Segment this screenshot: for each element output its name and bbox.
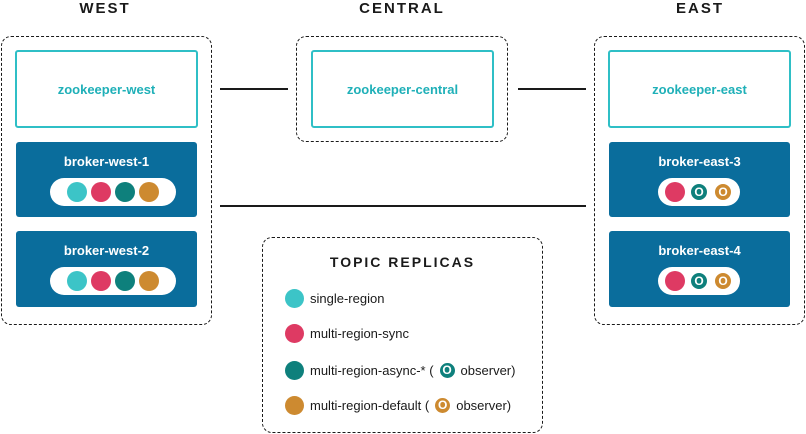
- zookeeper-west-label: zookeeper-west: [57, 81, 156, 97]
- broker-east-3-label: broker-east-3: [658, 154, 741, 169]
- single-region-replica-icon: [67, 182, 87, 202]
- broker-east-4-label: broker-east-4: [658, 243, 741, 258]
- replica-set: O O: [658, 178, 740, 206]
- legend-label-multi-region-async: multi-region-async-* (: [310, 362, 434, 378]
- link-west-east-brokers: [220, 205, 586, 207]
- link-central-east: [518, 88, 586, 90]
- multi-region-async-replica-icon: [115, 271, 135, 291]
- legend-item-multi-region-async: multi-region-async-* ( O observer): [285, 359, 515, 381]
- replica-set: [50, 178, 176, 206]
- legend-label-multi-region-default: multi-region-default (: [310, 397, 430, 413]
- zookeeper-west: zookeeper-west: [15, 50, 198, 128]
- region-title-central: CENTRAL: [359, 0, 445, 17]
- broker-west-2-label: broker-west-2: [63, 243, 150, 258]
- zookeeper-east-label: zookeeper-east: [652, 81, 747, 97]
- legend-item-multi-region-default: multi-region-default ( O observer): [285, 394, 511, 416]
- single-region-icon: [285, 288, 304, 308]
- multi-region-default-observer-icon: O: [713, 271, 733, 291]
- multi-region-async-observer-icon: O: [689, 182, 709, 202]
- topic-replicas-legend: TOPIC REPLICAS single-region multi-regio…: [262, 237, 543, 433]
- zookeeper-central-label: zookeeper-central: [346, 81, 459, 97]
- multi-region-async-replica-icon: [115, 182, 135, 202]
- broker-east-3: broker-east-3 O O: [609, 142, 790, 217]
- legend-title: TOPIC REPLICAS: [329, 254, 476, 270]
- multi-region-async-icon: [285, 360, 304, 380]
- region-west: [1, 36, 212, 325]
- region-title-east: EAST: [675, 0, 724, 17]
- legend-item-single-region: single-region: [285, 287, 384, 309]
- legend-observer-note: observer): [456, 397, 512, 413]
- legend-observer-note: observer): [460, 362, 516, 378]
- link-west-central: [220, 88, 288, 90]
- replica-set: [50, 267, 176, 295]
- legend-label-single-region: single-region: [310, 290, 385, 306]
- zookeeper-central: zookeeper-central: [311, 50, 494, 128]
- multi-region-sync-replica-icon: [91, 182, 111, 202]
- multi-region-default-observer-icon: O: [433, 395, 453, 415]
- broker-west-2: broker-west-2: [16, 231, 197, 307]
- legend-label-multi-region-sync: multi-region-sync: [310, 325, 409, 341]
- multi-region-async-observer-icon: O: [689, 271, 709, 291]
- replica-set: O O: [658, 267, 740, 295]
- region-east: [594, 36, 805, 325]
- multi-region-async-observer-icon: O: [437, 360, 457, 380]
- broker-west-1: broker-west-1: [16, 142, 197, 217]
- multi-region-default-replica-icon: [139, 182, 159, 202]
- region-central: [296, 36, 508, 142]
- multi-region-default-icon: [285, 395, 304, 415]
- multi-region-sync-replica-icon: [665, 182, 685, 202]
- single-region-replica-icon: [67, 271, 87, 291]
- broker-east-4: broker-east-4 O O: [609, 231, 790, 307]
- multi-region-default-replica-icon: [139, 271, 159, 291]
- region-title-west: WEST: [79, 0, 131, 17]
- multi-region-sync-replica-icon: [91, 271, 111, 291]
- broker-west-1-label: broker-west-1: [63, 154, 150, 169]
- multi-region-sync-replica-icon: [665, 271, 685, 291]
- legend-item-multi-region-sync: multi-region-sync: [285, 322, 409, 344]
- multi-region-sync-icon: [285, 323, 304, 343]
- zookeeper-east: zookeeper-east: [608, 50, 791, 128]
- multi-region-default-observer-icon: O: [713, 182, 733, 202]
